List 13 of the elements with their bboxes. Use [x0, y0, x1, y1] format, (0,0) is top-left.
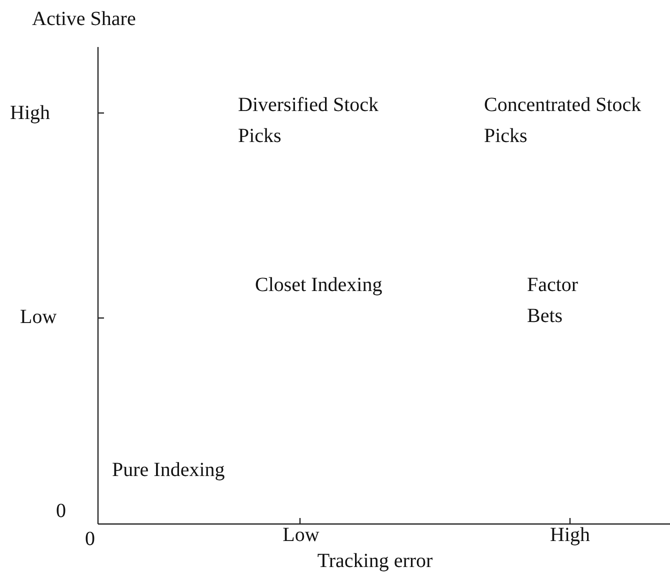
quadrant-label: Pure Indexing — [112, 458, 225, 483]
quadrant-label: Factor Bets — [527, 273, 580, 329]
tick-label: Low — [282, 523, 320, 548]
tick-label: 0 — [85, 527, 95, 552]
tick-label: High — [549, 523, 591, 548]
axis-title: Active Share — [32, 7, 136, 32]
quadrant-label: Diversified Stock Picks — [238, 93, 380, 149]
quadrant-label: Concentrated Stock Picks — [484, 93, 642, 149]
tick-label: 0 — [56, 499, 66, 524]
quadrant-label: Closet Indexing — [255, 273, 382, 298]
tick-label: High — [10, 101, 50, 126]
tick-label: Low — [20, 305, 57, 330]
axis-title: Tracking error — [316, 549, 434, 574]
